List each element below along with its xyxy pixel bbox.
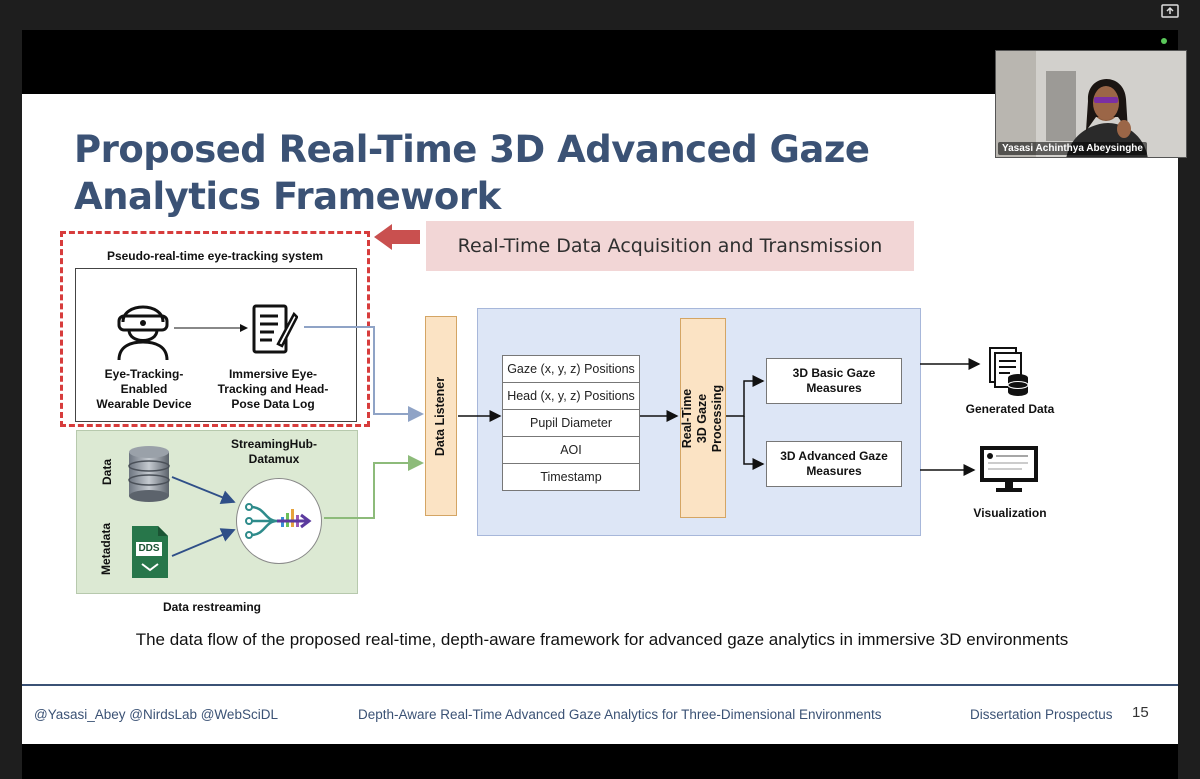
- visualization-monitor-icon: [980, 446, 1038, 492]
- pseudo-system-title: Pseudo-real-time eye-tracking system: [106, 249, 324, 263]
- generated-data-label: Generated Data: [965, 402, 1055, 416]
- footer-right: Dissertation Prospectus: [970, 707, 1113, 722]
- presenter-name: Yasasi Achinthya Abeysinghe: [998, 142, 1147, 155]
- page-number: 15: [1132, 704, 1149, 721]
- footer-handles: @Yasasi_Abey @NirdsLab @WebSciDL: [34, 707, 278, 722]
- left-arrow-icon: [374, 224, 420, 250]
- visualization-label: Visualization: [973, 506, 1047, 520]
- footer-title: Depth-Aware Real-Time Advanced Gaze Anal…: [358, 707, 882, 722]
- generated-data-icon: [989, 347, 1029, 396]
- device-label: Eye-Tracking-Enabled Wearable Device: [96, 367, 192, 411]
- status-dot: [1161, 38, 1167, 44]
- processing-bar: Real-Time 3D Gaze Processing: [680, 318, 726, 518]
- param-head-positions: Head (x, y, z) Positions: [503, 383, 639, 410]
- param-pupil-diameter: Pupil Diameter: [503, 410, 639, 437]
- acquisition-banner: Real-Time Data Acquisition and Transmiss…: [426, 221, 914, 271]
- presenter-webcam-tile[interactable]: Yasasi Achinthya Abeysinghe: [995, 50, 1187, 158]
- left-margin: [0, 30, 22, 779]
- processing-label: Real-Time 3D Gaze Processing: [680, 384, 725, 452]
- slide-title: Proposed Real-Time 3D Advanced Gaze Anal…: [74, 128, 870, 218]
- log-label: Immersive Eye-Tracking and Head-Pose Dat…: [217, 367, 329, 411]
- right-margin: [1178, 30, 1200, 779]
- data-log-document-icon: [252, 304, 298, 354]
- share-screen-icon[interactable]: [1160, 3, 1180, 21]
- datamux-merge-icon: [245, 503, 312, 539]
- param-gaze-positions: Gaze (x, y, z) Positions: [503, 356, 639, 383]
- param-timestamp: Timestamp: [540, 470, 602, 484]
- dds-label: DDS: [138, 543, 160, 554]
- vr-headset-user-icon: [117, 305, 169, 360]
- footer-divider: [22, 684, 1178, 686]
- metadata-side-label: Metadata: [99, 522, 114, 576]
- param-aoi: AOI: [503, 437, 639, 464]
- restream-title: Data restreaming: [162, 600, 262, 614]
- hub-label: StreamingHub-Datamux: [230, 437, 317, 466]
- database-icon: [128, 446, 170, 502]
- advanced-measures-box: 3D Advanced Gaze Measures: [766, 441, 902, 487]
- datamux-hub-circle: [236, 478, 322, 564]
- data-side-label: Data: [100, 458, 115, 486]
- figure-caption: The data flow of the proposed real-time,…: [135, 630, 1069, 649]
- presentation-slide: Proposed Real-Time 3D Advanced Gaze Anal…: [22, 94, 1178, 744]
- meeting-top-bar: [0, 0, 1200, 30]
- dds-file-icon: [132, 526, 168, 578]
- data-listener-bar: Data Listener: [425, 316, 457, 516]
- parameter-list: Gaze (x, y, z) Positions Head (x, y, z) …: [502, 355, 640, 491]
- basic-measures-box: 3D Basic Gaze Measures: [766, 358, 902, 404]
- data-listener-label: Data Listener: [433, 376, 448, 456]
- presenter-video: [996, 51, 1186, 157]
